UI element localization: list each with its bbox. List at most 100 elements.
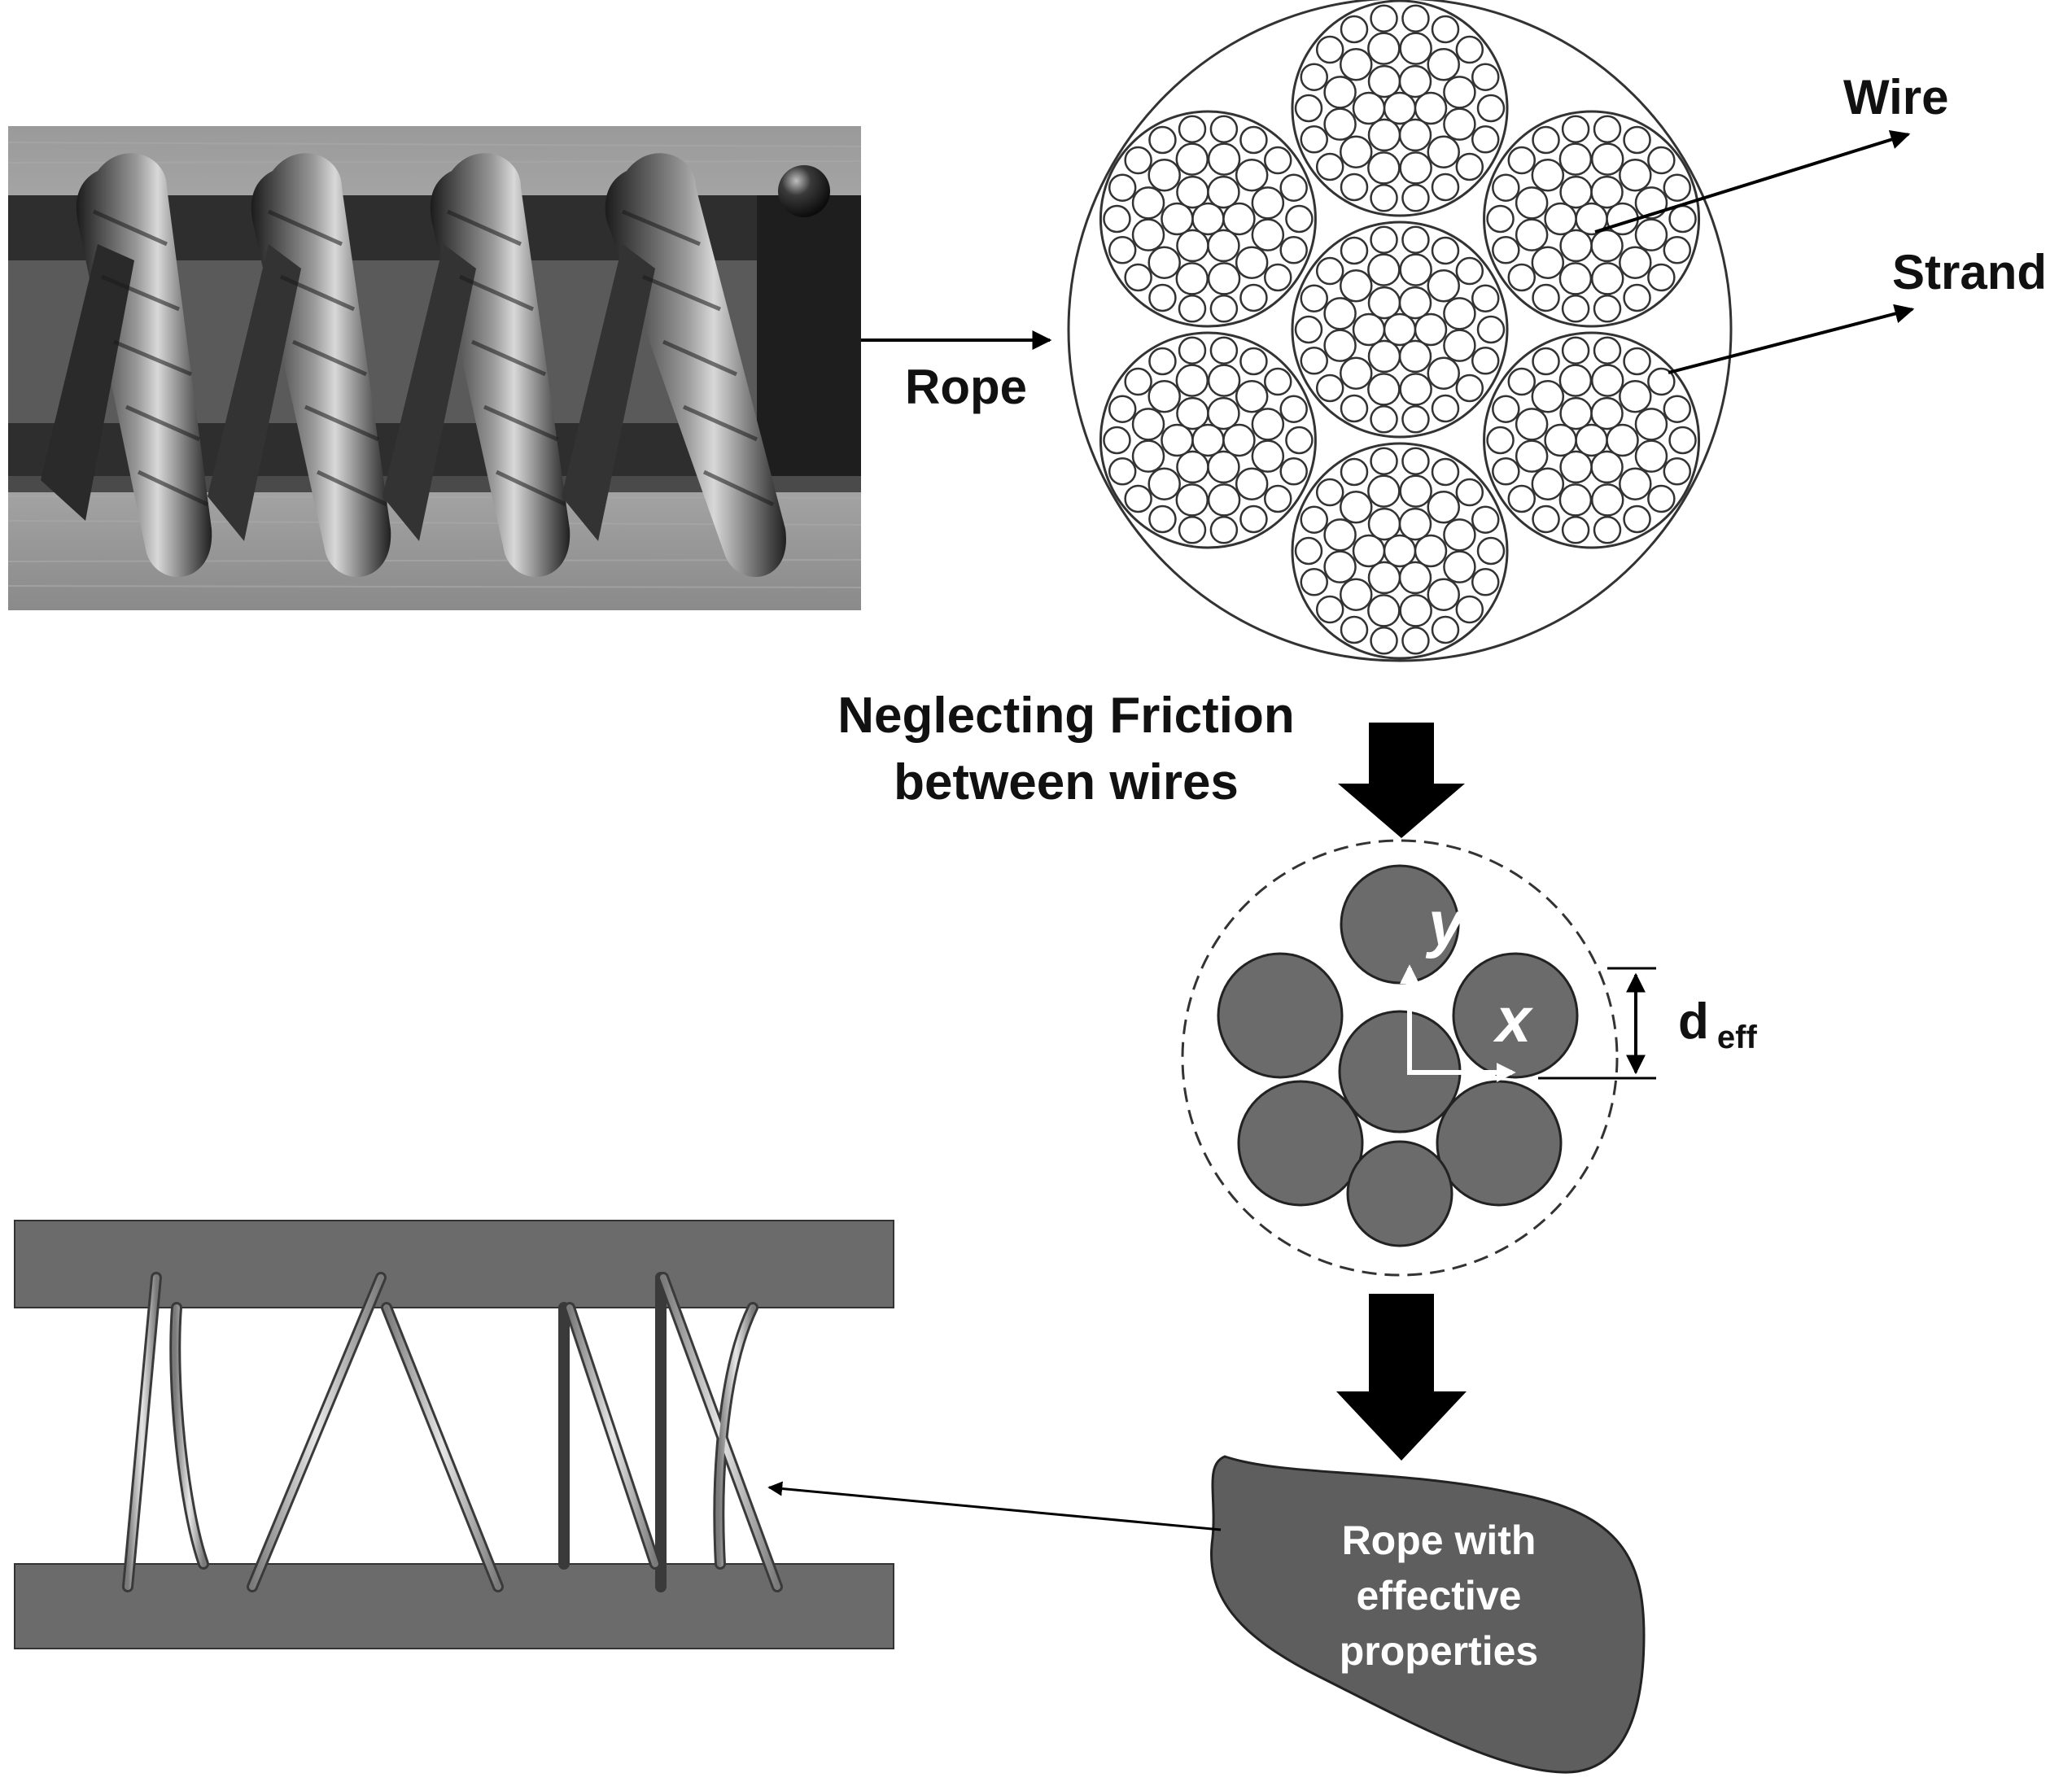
wire-circle [1370,405,1398,434]
wire-circle [1340,15,1369,44]
wire-circle [1323,329,1357,362]
wire-circle [1647,367,1676,396]
wire-circle [1619,246,1652,279]
wire-circle [1507,146,1537,175]
wire-circle [1471,284,1500,312]
wire-circle [1398,286,1432,320]
wire-circle [1340,48,1373,81]
wire-circle [1175,262,1209,295]
wire-circle [1239,125,1268,155]
wire-circle [1294,536,1323,566]
wire-circle [1623,125,1651,155]
wire-circle [1593,115,1622,143]
deff-sub: eff [1717,1020,1758,1055]
wire-circle [1559,229,1593,263]
wire-circle [1401,627,1430,655]
wire-circle [1207,262,1241,295]
wire-circle [1294,315,1323,344]
wire-circle [1131,408,1165,441]
wire-circle [1178,516,1207,544]
wire-circle [1251,408,1285,441]
wire-circle [1370,627,1398,655]
neglect-label-line2: between wires [894,754,1239,810]
wire-circle [1352,91,1386,125]
wire-circle [1471,347,1500,375]
wire-circle [1431,15,1460,44]
wire-circle [1531,467,1565,500]
wire-circle [1207,483,1241,517]
strand-label: Strand [1892,245,2047,299]
wire-circle [1399,151,1432,185]
wire-circle [1300,125,1329,154]
wire-circle [1147,467,1181,500]
rope-label: Rope [905,360,1027,414]
wire-circle [1414,312,1448,347]
wire-circle [1279,395,1308,423]
wire-circle [1663,173,1692,202]
wire-circle [1263,367,1292,396]
wire-circle [1108,173,1137,202]
rope-cross-section [1067,0,1733,662]
wire-circle [1427,135,1460,168]
simplified-strand: y x [1181,839,1619,1277]
wire-circle [1515,408,1549,441]
wire-circle [1383,312,1417,347]
wire-circle [1414,91,1448,125]
wire-circle [1161,423,1194,457]
wire-circle [1431,394,1460,423]
thick-down-arrow-1 [1338,723,1465,838]
wire-circle [1176,450,1209,484]
wire-circle [1590,262,1624,295]
strand-arrow [1668,304,1915,374]
wire-circle [1647,484,1676,513]
top-plate [14,1220,894,1308]
wire-circle [1367,32,1401,65]
wire-circle [1561,295,1590,323]
wire-circle [1103,204,1131,234]
wire-circle [1367,561,1401,595]
deff-main: d [1678,994,1709,1050]
wire-circle [1532,347,1560,376]
wire-circle [1427,578,1460,611]
wire-circle [1323,107,1357,141]
wire-circle [1263,263,1292,292]
wire-circle [1531,380,1565,413]
wire-circle [1431,457,1460,487]
wire-circle [1161,202,1194,236]
wire-circle [1401,447,1430,475]
wire-circle [1443,297,1476,330]
wire-circle [1590,175,1624,209]
wire-circle [1590,396,1624,430]
wire-circle [1532,125,1560,155]
wire-circle [1148,125,1177,155]
wire-circle [1367,474,1401,508]
wire-circle [1486,204,1515,234]
wire-circle [1300,505,1329,534]
wire-circle [1399,253,1432,286]
wire-circle [1209,336,1239,365]
wire-circle [1398,64,1432,98]
wire-circle [1191,423,1225,457]
wire-circle [1315,595,1344,624]
x-axis-label: x [1493,984,1534,1055]
knob-icon [778,165,830,217]
wire-circle [1367,286,1401,320]
wire-circle [1634,408,1668,441]
wire-circle [1207,229,1240,263]
wire-circle [1401,4,1430,33]
wire-circle [1235,159,1269,192]
wire-circle [1175,142,1209,176]
wire-circle [1300,63,1329,91]
effective-to-model-arrow [767,1481,1222,1531]
wire-circle [1285,204,1314,234]
wire-circle [1443,518,1476,552]
wire-circle [1559,396,1593,430]
wire-circle [1492,173,1520,202]
wire-circle [1399,594,1432,627]
helical-spring-rope-photo [7,126,862,610]
wire-circle [1176,175,1209,209]
wire-circle [1558,364,1593,397]
wire-circle [1108,457,1137,486]
wire-circle [1492,236,1520,264]
